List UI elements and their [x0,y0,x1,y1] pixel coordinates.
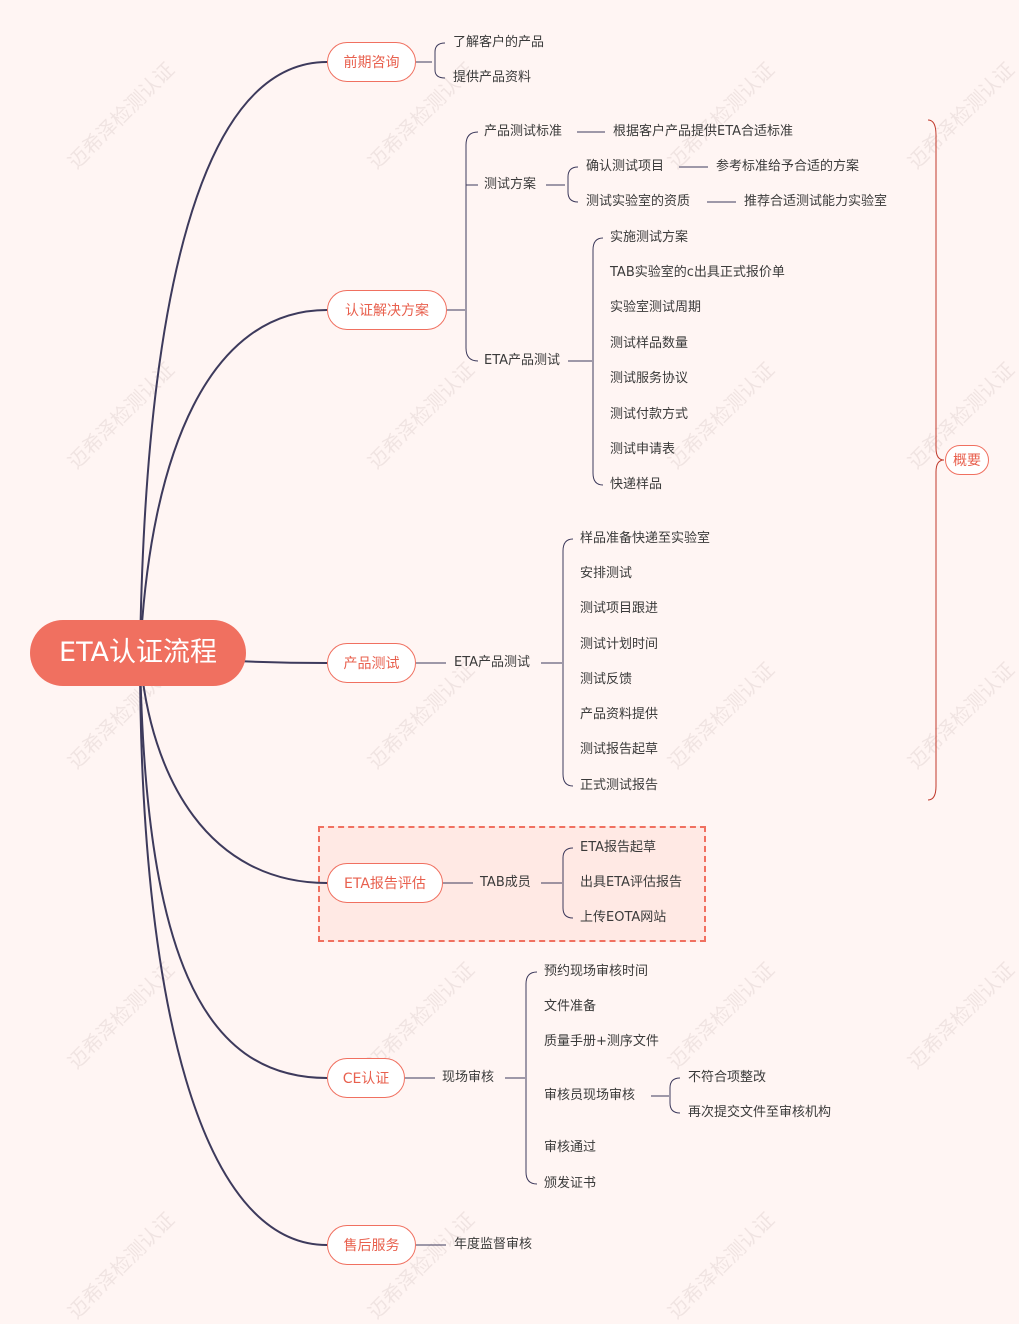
solution-standard: 产品测试标准 [484,124,563,139]
list-item: ETA报告起草 [580,840,657,855]
solution-eta-test: ETA产品测试 [484,353,561,368]
list-item: 出具ETA评估报告 [580,875,683,890]
plan-item: 测试实验室的资质 [586,194,691,209]
ce-sub: 现场审核 [442,1070,495,1085]
list-item: 再次提交文件至审核机构 [688,1105,832,1120]
branch-prelim-consult: 前期咨询 [327,42,416,82]
solution-plan: 测试方案 [484,177,537,192]
branch-after-sales: 售后服务 [327,1225,416,1265]
plan-item-detail: 参考标准给予合适的方案 [716,159,860,174]
list-item: 预约现场审核时间 [544,964,649,979]
branch-cert-solution: 认证解决方案 [327,290,447,330]
list-item: 文件准备 [544,999,597,1014]
list-item: 测试付款方式 [610,407,689,422]
branch-report-eval: ETA报告评估 [327,863,443,903]
list-item: 测试报告起草 [580,742,659,757]
list-item: 实验室测试周期 [610,300,702,315]
product-test-sub: ETA产品测试 [454,655,531,670]
list-item: 测试服务协议 [610,371,689,386]
summary-label: 概要 [945,445,989,475]
branch-product-test: 产品测试 [327,643,416,683]
branch-ce-cert: CE认证 [327,1058,405,1098]
list-item: 年度监督审核 [454,1237,533,1252]
solution-standard-detail: 根据客户产品提供ETA合适标准 [613,124,794,139]
list-item: 提供产品资料 [453,70,532,85]
list-item: 测试项目跟进 [580,601,659,616]
ce-auditor: 审核员现场审核 [544,1088,636,1103]
list-item: 测试申请表 [610,442,676,457]
list-item: 安排测试 [580,566,633,581]
list-item: 了解客户的产品 [453,35,545,50]
list-item: 测试反馈 [580,672,633,687]
list-item: 样品准备快递至实验室 [580,531,711,546]
list-item: 快递样品 [610,477,663,492]
list-item: 颁发证书 [544,1176,597,1191]
list-item: 上传EOTA网站 [580,910,667,925]
list-item: 产品资料提供 [580,707,659,722]
plan-item: 确认测试项目 [586,159,665,174]
list-item: 测试计划时间 [580,637,659,652]
list-item: 不符合项整改 [688,1070,767,1085]
report-sub: TAB成员 [480,875,531,890]
list-item: 测试样品数量 [610,336,689,351]
list-item: 正式测试报告 [580,778,659,793]
list-item: TAB实验室的c出具正式报价单 [610,265,785,280]
list-item: 实施测试方案 [610,230,689,245]
list-item: 质量手册+测序文件 [544,1034,659,1049]
plan-item-detail: 推荐合适测试能力实验室 [744,194,888,209]
root-topic: ETA认证流程 [30,620,246,686]
list-item: 审核通过 [544,1140,597,1155]
